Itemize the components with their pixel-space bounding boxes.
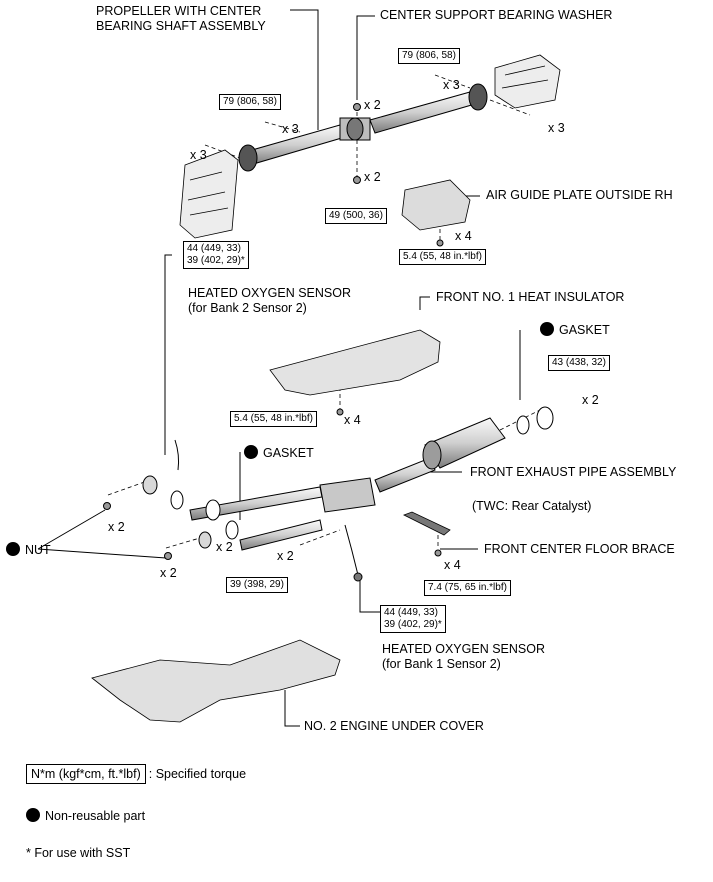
label-front-exhaust-pipe: FRONT EXHAUST PIPE ASSEMBLY: [470, 465, 677, 479]
heat-insulator: [269, 329, 441, 396]
label-heat-insulator: FRONT NO. 1 HEAT INSULATOR: [436, 290, 625, 304]
torque-box-o2-bank1: 44 (449, 33) 39 (402, 29)*: [380, 605, 446, 633]
gasket-right-text: GASKET: [559, 323, 610, 337]
label-o2-b2-line1: HEATED OXYGEN SENSOR: [188, 286, 351, 300]
legend-torque-desc: : Specified torque: [148, 767, 247, 781]
label-propeller-shaft: PROPELLER WITH CENTER BEARING SHAFT ASSE…: [96, 4, 266, 34]
torque-box-49: 49 (500, 36): [325, 208, 387, 224]
label-heated-oxygen-sensor-bank1: HEATED OXYGEN SENSOR (for Bank 1 Sensor …: [382, 642, 545, 672]
qty-bolt-left: x 3: [282, 122, 299, 136]
label-twc: (TWC: Rear Catalyst): [472, 499, 592, 513]
engine-under-cover: [91, 639, 341, 723]
legend-non-reusable-text: Non-reusable part: [45, 809, 146, 823]
label-center-support-bearing-washer: CENTER SUPPORT BEARING WASHER: [380, 8, 613, 22]
label-o2-b2-line2: (for Bank 2 Sensor 2): [188, 301, 307, 315]
torque-o2-b1-line2: 39 (402, 29)*: [384, 619, 442, 630]
legend-torque-unit-box: N*m (kgf*cm, ft.*lbf): [26, 764, 146, 784]
label-gasket-right: GASKET: [540, 322, 610, 338]
label-nut: NUT: [6, 542, 51, 558]
torque-o2-b1-line1: 44 (449, 33): [384, 607, 438, 618]
qty-rear-flange-bolt: x 2: [582, 393, 599, 407]
non-reusable-dot-icon: [540, 322, 554, 336]
nut-text: NUT: [25, 543, 51, 557]
qty-floor-brace-bolt: x 4: [444, 558, 461, 572]
non-reusable-dot-icon: [26, 808, 40, 822]
torque-box-54-air-guide: 5.4 (55, 48 in.*lbf): [399, 249, 486, 265]
propeller-shaft: [238, 83, 488, 172]
torque-box-74: 7.4 (75, 65 in.*lbf): [424, 580, 511, 596]
torque-box-43: 43 (438, 32): [548, 355, 610, 371]
qty-nut-upper: x 2: [108, 520, 125, 534]
floor-brace: [403, 511, 451, 536]
qty-air-guide-bolt: x 4: [455, 229, 472, 243]
torque-o2-b2-line2: 39 (402, 29)*: [187, 255, 245, 266]
gasket-left-text: GASKET: [263, 446, 314, 460]
non-reusable-dot-icon: [6, 542, 20, 556]
qty-nut-transmission: x 3: [190, 148, 207, 162]
legend-torque: N*m (kgf*cm, ft.*lbf): Specified torque: [26, 764, 247, 784]
qty-heat-insulator-bolt: x 4: [344, 413, 361, 427]
qty-washer: x 2: [364, 98, 381, 112]
non-reusable-dot-icon: [244, 445, 258, 459]
label-heated-oxygen-sensor-bank2: HEATED OXYGEN SENSOR (for Bank 2 Sensor …: [188, 286, 351, 316]
label-air-guide-plate: AIR GUIDE PLATE OUTSIDE RH: [486, 188, 673, 202]
label-propeller-line1: PROPELLER WITH CENTER: [96, 4, 262, 18]
leader-lines: [37, 9, 521, 727]
torque-box-79-left: 79 (806, 58): [219, 94, 281, 110]
legend-non-reusable: Non-reusable part: [26, 808, 145, 823]
legend-sst: * For use with SST: [26, 846, 131, 860]
qty-gasket-nut: x 2: [216, 540, 233, 554]
qty-nut-lower: x 2: [160, 566, 177, 580]
torque-box-54-heat-insulator: 5.4 (55, 48 in.*lbf): [230, 411, 317, 427]
gaskets-and-fasteners: [103, 103, 554, 582]
differential-housing: [494, 54, 561, 109]
transmission-housing: [179, 149, 239, 239]
torque-box-79-right: 79 (806, 58): [398, 48, 460, 64]
qty-center-bolt: x 2: [364, 170, 381, 184]
label-gasket-left: GASKET: [244, 445, 314, 461]
qty-bolt-right: x 3: [443, 78, 460, 92]
label-o2-b1-line2: (for Bank 1 Sensor 2): [382, 657, 501, 671]
label-under-cover: NO. 2 ENGINE UNDER COVER: [304, 719, 484, 733]
label-floor-brace: FRONT CENTER FLOOR BRACE: [484, 542, 675, 556]
torque-o2-b2-line1: 44 (449, 33): [187, 243, 241, 254]
torque-box-o2-bank2: 44 (449, 33) 39 (402, 29)*: [183, 241, 249, 269]
air-guide-plate: [401, 179, 471, 231]
qty-pipe-bolt: x 2: [277, 549, 294, 563]
label-o2-b1-line1: HEATED OXYGEN SENSOR: [382, 642, 545, 656]
exhaust-pipe-assembly: [189, 417, 506, 551]
torque-box-39: 39 (398, 29): [226, 577, 288, 593]
qty-nut-differential: x 3: [548, 121, 565, 135]
label-propeller-line2: BEARING SHAFT ASSEMBLY: [96, 19, 266, 33]
